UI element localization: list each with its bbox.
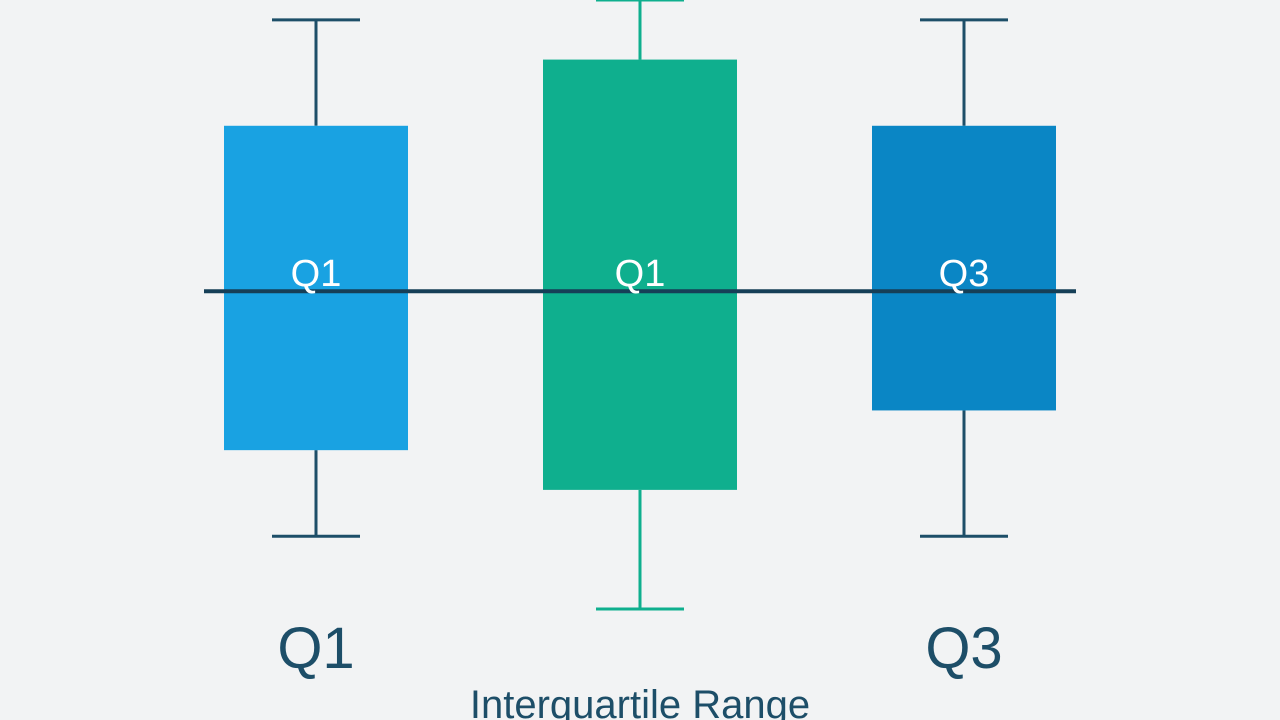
category-label: Q3	[925, 616, 1002, 681]
box-group-2	[543, 0, 737, 611]
category-label: Q1	[277, 616, 354, 681]
box-body	[224, 125, 408, 451]
box-group-3	[872, 18, 1056, 538]
box-label: Q3	[939, 253, 990, 295]
box-group-1	[224, 18, 408, 538]
box-label: Q1	[615, 253, 666, 295]
box-body	[872, 125, 1056, 411]
box-label: Q1	[291, 253, 342, 295]
box-body	[543, 59, 737, 490]
x-axis-title: Interquartile Range	[470, 683, 810, 720]
chart-marks	[224, 0, 1056, 611]
